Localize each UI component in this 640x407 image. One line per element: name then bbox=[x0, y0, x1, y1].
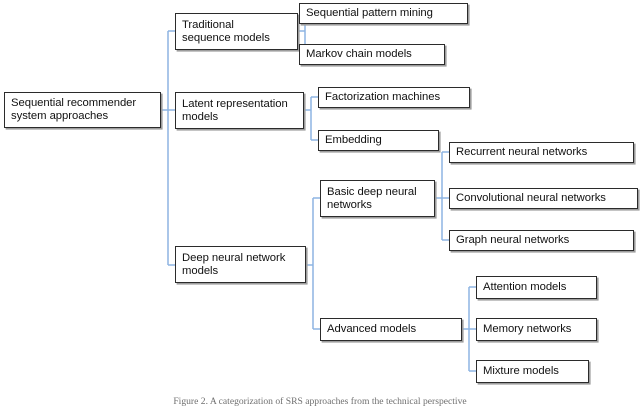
figure-caption: Figure 2. A categorization of SRS approa… bbox=[173, 396, 467, 407]
node-embedding[interactable]: Embedding bbox=[318, 130, 439, 151]
node-latent-representation-models-label: Latent representation models bbox=[182, 97, 288, 123]
node-advanced-models-label: Advanced models bbox=[327, 323, 417, 336]
node-advanced-models[interactable]: Advanced models bbox=[320, 318, 462, 341]
node-factorization-machines-label: Factorization machines bbox=[325, 91, 441, 104]
node-markov-chain-models-label: Markov chain models bbox=[306, 48, 412, 61]
node-deep-neural-network-models-label: Deep neural network models bbox=[182, 251, 286, 277]
node-latent-representation-models[interactable]: Latent representation models bbox=[175, 92, 304, 129]
node-recurrent-neural-networks[interactable]: Recurrent neural networks bbox=[449, 142, 634, 163]
node-sequential-pattern-mining-label: Sequential pattern mining bbox=[306, 7, 433, 20]
node-traditional-sequence-models-label: Traditional sequence models bbox=[182, 18, 270, 44]
node-graph-neural-networks[interactable]: Graph neural networks bbox=[449, 230, 634, 251]
node-basic-deep-neural-networks-label: Basic deep neural networks bbox=[327, 185, 417, 211]
node-traditional-sequence-models[interactable]: Traditional sequence models bbox=[175, 13, 298, 50]
node-recurrent-neural-networks-label: Recurrent neural networks bbox=[456, 146, 588, 159]
node-memory-networks-label: Memory networks bbox=[483, 323, 572, 336]
node-convolutional-neural-networks-label: Convolutional neural networks bbox=[456, 192, 606, 205]
node-memory-networks[interactable]: Memory networks bbox=[476, 318, 597, 341]
node-attention-models[interactable]: Attention models bbox=[476, 276, 597, 299]
node-mixture-models[interactable]: Mixture models bbox=[476, 360, 589, 383]
node-convolutional-neural-networks[interactable]: Convolutional neural networks bbox=[449, 188, 638, 209]
node-attention-models-label: Attention models bbox=[483, 281, 567, 294]
node-markov-chain-models[interactable]: Markov chain models bbox=[299, 44, 445, 65]
node-factorization-machines[interactable]: Factorization machines bbox=[318, 87, 470, 108]
node-deep-neural-network-models[interactable]: Deep neural network models bbox=[175, 246, 306, 283]
node-embedding-label: Embedding bbox=[325, 134, 382, 147]
node-root[interactable]: Sequential recommender system approaches bbox=[4, 92, 161, 128]
node-sequential-pattern-mining[interactable]: Sequential pattern mining bbox=[299, 3, 468, 24]
node-root-label: Sequential recommender system approaches bbox=[11, 97, 137, 122]
node-graph-neural-networks-label: Graph neural networks bbox=[456, 234, 570, 247]
node-basic-deep-neural-networks[interactable]: Basic deep neural networks bbox=[320, 180, 435, 217]
node-mixture-models-label: Mixture models bbox=[483, 365, 559, 378]
